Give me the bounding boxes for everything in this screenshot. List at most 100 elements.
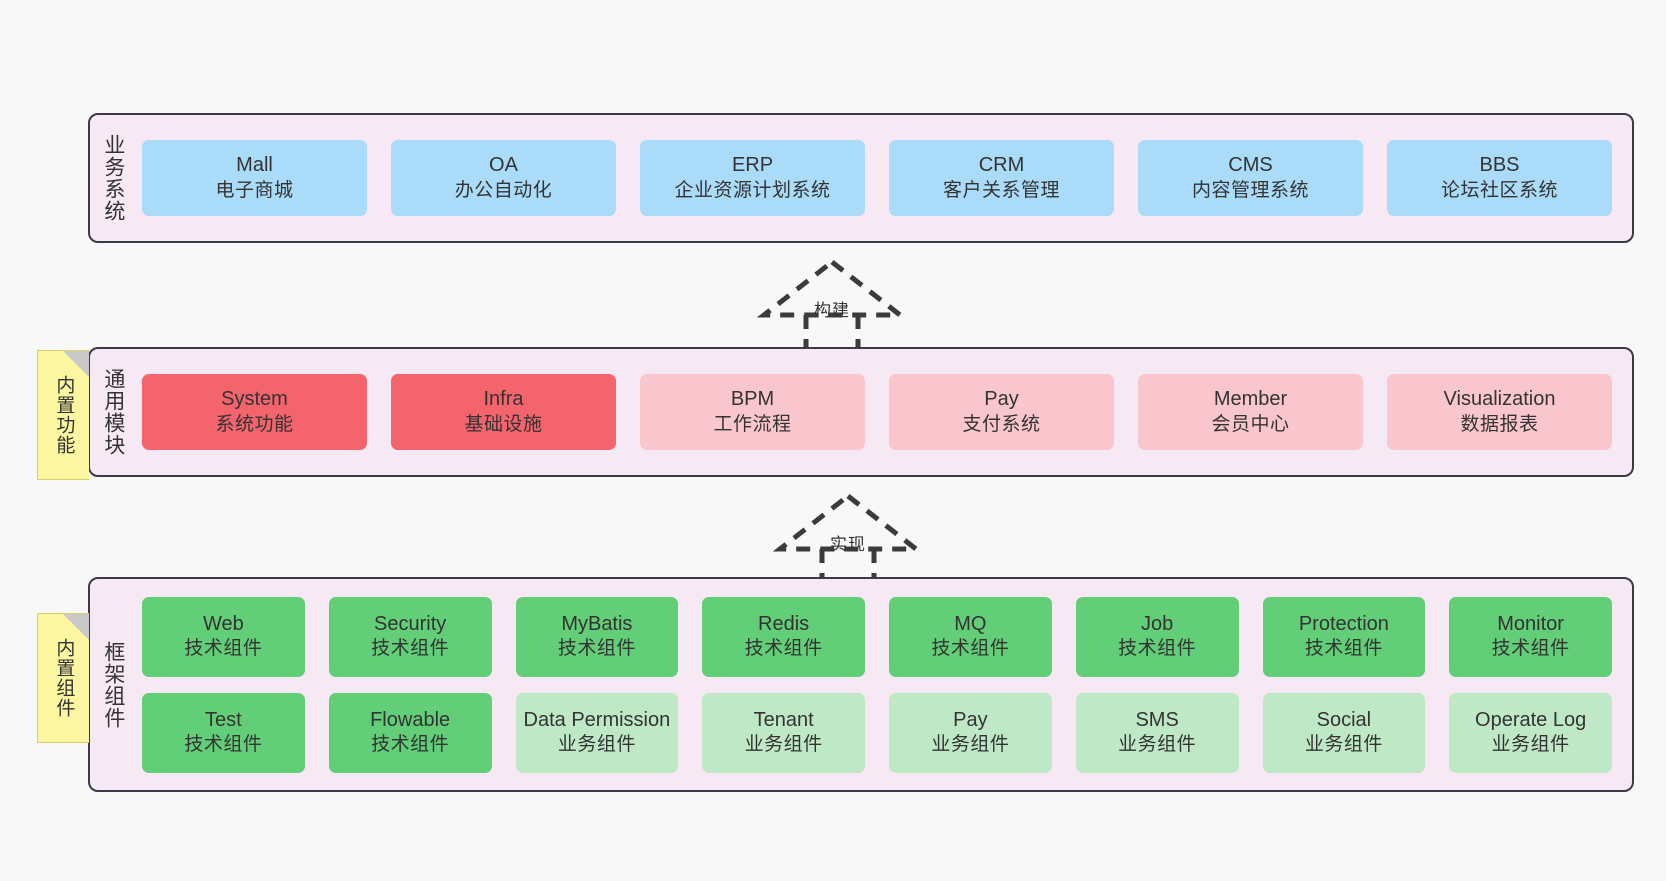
module-box-infra[interactable]: Infra 基础设施 [391,374,616,450]
framework-box-flowable[interactable]: Flowable 技术组件 [328,692,492,773]
sticky-note-builtin-functions: 内置功能 [37,350,89,480]
box-subtitle: 企业资源计划系统 [674,179,831,201]
box-title: Data Permission [523,708,671,731]
framework-box-mybatis[interactable]: MyBatis 技术组件 [515,596,679,677]
box-subtitle: 业务组件 [1118,734,1197,756]
box-title: Test [205,708,242,731]
box-subtitle: 会员中心 [1211,413,1290,435]
box-title: OA [489,154,518,177]
box-subtitle: 电子商城 [215,179,294,201]
box-subtitle: 技术组件 [744,638,823,660]
module-box-system[interactable]: System 系统功能 [142,374,367,450]
layer-common-modules: 通用模块 System 系统功能 Infra 基础设施 BPM 工作流程 Pay… [88,347,1634,477]
box-subtitle: 技术组件 [184,734,263,756]
box-title: MyBatis [561,612,633,635]
box-subtitle: 系统功能 [215,413,294,435]
framework-box-operate-log[interactable]: Operate Log 业务组件 [1449,692,1612,773]
business-box-crm[interactable]: CRM 客户关系管理 [889,140,1114,216]
box-subtitle: 工作流程 [713,413,792,435]
layer-title-framework-components: 框架组件 [101,640,125,729]
box-title: Pay [953,708,988,731]
layer-title-common-modules: 通用模块 [101,368,125,456]
framework-box-job[interactable]: Job 技术组件 [1075,596,1239,677]
box-title: SMS [1135,708,1179,731]
box-subtitle: 基础设施 [464,413,543,435]
framework-box-security[interactable]: Security 技术组件 [328,596,492,677]
box-subtitle: 办公自动化 [454,179,553,201]
framework-box-redis[interactable]: Redis 技术组件 [702,596,865,677]
box-subtitle: 客户关系管理 [942,179,1060,201]
folded-corner-icon [63,351,89,377]
box-title: Security [374,612,447,635]
box-title: CMS [1228,154,1273,177]
box-subtitle: 业务组件 [1491,734,1570,756]
box-row: Web 技术组件 Security 技术组件 MyBatis 技术组件 Redi… [142,596,1612,677]
box-subtitle: 业务组件 [557,734,636,756]
box-title: Member [1213,388,1288,411]
layer-title-business-system: 业务系统 [101,134,125,222]
framework-box-protection[interactable]: Protection 技术组件 [1262,596,1426,677]
sticky-note-builtin-components: 内置组件 [37,613,89,743]
box-subtitle: 技术组件 [371,638,450,660]
box-subtitle: 技术组件 [1304,638,1383,660]
framework-box-social[interactable]: Social 业务组件 [1262,692,1426,773]
box-subtitle: 数据报表 [1460,413,1539,435]
box-subtitle: 支付系统 [962,413,1041,435]
framework-box-pay[interactable]: Pay 业务组件 [889,692,1052,773]
box-title: Operate Log [1475,708,1587,731]
framework-box-tenant[interactable]: Tenant 业务组件 [702,692,865,773]
framework-box-data-permission[interactable]: Data Permission 业务组件 [515,692,679,773]
box-subtitle: 技术组件 [557,638,636,660]
business-box-bbs[interactable]: BBS 论坛社区系统 [1387,140,1612,216]
box-title: ERP [731,154,774,177]
box-title: Pay [984,388,1019,411]
generalization-arrow-realize: 实现 [768,492,928,588]
box-title: Monitor [1497,612,1564,635]
box-subtitle: 技术组件 [1491,638,1570,660]
layer-body-common-modules: System 系统功能 Infra 基础设施 BPM 工作流程 Pay 支付系统… [136,349,1632,475]
box-title: Tenant [753,708,814,731]
framework-box-test[interactable]: Test 技术组件 [142,692,305,773]
framework-box-monitor[interactable]: Monitor 技术组件 [1449,596,1612,677]
box-row: Mall 电子商城 OA 办公自动化 ERP 企业资源计划系统 CRM 客户关系… [142,140,1612,216]
box-subtitle: 技术组件 [1118,638,1197,660]
folded-corner-icon [63,614,89,640]
box-title: System [221,388,288,411]
box-title: Social [1316,708,1372,731]
business-box-oa[interactable]: OA 办公自动化 [391,140,616,216]
box-title: MQ [954,612,987,635]
box-title: Web [202,612,244,635]
module-box-member[interactable]: Member 会员中心 [1138,374,1363,450]
framework-box-sms[interactable]: SMS 业务组件 [1075,692,1239,773]
box-title: Visualization [1443,388,1556,411]
box-title: BBS [1479,154,1520,177]
sticky-note-label: 内置功能 [53,375,75,455]
business-box-cms[interactable]: CMS 内容管理系统 [1138,140,1363,216]
box-title: Redis [758,612,810,635]
box-subtitle: 论坛社区系统 [1440,179,1558,201]
box-title: Infra [483,388,524,411]
framework-box-web[interactable]: Web 技术组件 [142,596,305,677]
box-subtitle: 业务组件 [1304,734,1383,756]
module-box-pay[interactable]: Pay 支付系统 [889,374,1114,450]
box-title: Job [1141,612,1174,635]
box-subtitle: 业务组件 [931,734,1010,756]
generalization-arrow-build: 构建 [752,258,912,354]
layer-business-system: 业务系统 Mall 电子商城 OA 办公自动化 ERP 企业资源计划系统 CRM… [88,113,1634,243]
business-box-erp[interactable]: ERP 企业资源计划系统 [640,140,865,216]
box-title: Protection [1298,612,1389,635]
business-box-mall[interactable]: Mall 电子商城 [142,140,367,216]
box-subtitle: 业务组件 [744,734,823,756]
box-title: CRM [978,154,1025,177]
module-box-visualization[interactable]: Visualization 数据报表 [1387,374,1612,450]
module-box-bpm[interactable]: BPM 工作流程 [640,374,865,450]
box-row: System 系统功能 Infra 基础设施 BPM 工作流程 Pay 支付系统… [142,374,1612,450]
framework-box-mq[interactable]: MQ 技术组件 [889,596,1052,677]
arrow-head-triangle [772,492,924,552]
box-title: Flowable [370,708,451,731]
arrow-head-triangle [756,258,908,318]
box-subtitle: 内容管理系统 [1191,179,1309,201]
box-subtitle: 技术组件 [371,734,450,756]
sticky-note-label: 内置组件 [53,638,75,718]
